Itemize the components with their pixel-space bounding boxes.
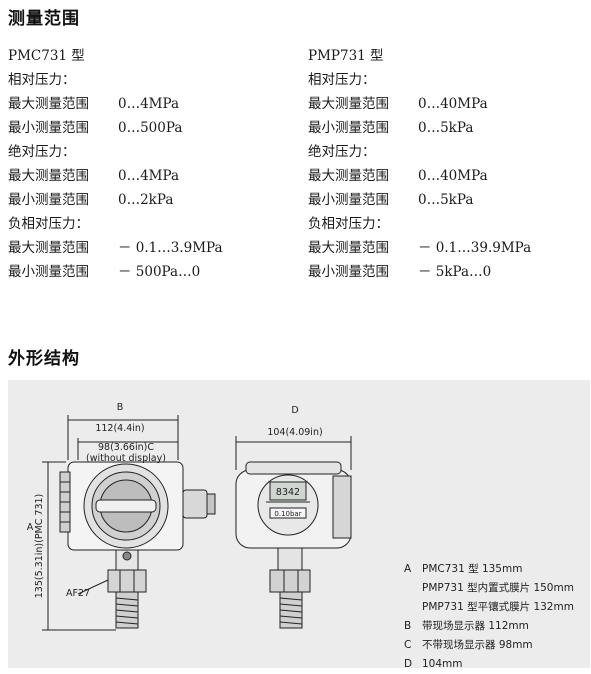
- dim-d-text: 104(4.09in): [267, 427, 322, 438]
- pmp-row-value: 0…40MPa: [418, 168, 488, 184]
- pmc-row: 负相对压力：: [8, 212, 89, 236]
- legend-row: D 104mm: [404, 655, 574, 674]
- without-display-text: (without display): [86, 453, 166, 464]
- pmc-row-label: 相对压力：: [8, 72, 76, 88]
- legend-row: PMP731 型内置式膜片 150mm: [404, 579, 574, 598]
- legend-text: 不带现场显示器 98mm: [422, 639, 533, 651]
- pmc-row-label: 绝对压力：: [8, 144, 76, 160]
- dimension-drawing-panel: B 112(4.4in) 98(3.66in)C (without displa…: [8, 380, 590, 668]
- legend-text: PMC731 型 135mm: [422, 563, 523, 575]
- pmc-row-value: 0…2kPa: [118, 192, 174, 208]
- legend-row: A PMC731 型 135mm: [404, 560, 574, 579]
- legend-key: B: [404, 620, 412, 632]
- pmp-row-label: 最大测量范围: [308, 168, 389, 184]
- pmp-row-label: 最小测量范围: [308, 120, 389, 136]
- pmc-row: 最大测量范围 － 0.1…3.9MPa: [8, 236, 223, 260]
- pmc-row-label: 最大测量范围: [8, 96, 89, 112]
- pmc-model: PMC731 型: [8, 48, 85, 64]
- pmp-row: 相对压力：: [308, 68, 389, 92]
- legend-text: 带现场显示器 112mm: [422, 620, 529, 632]
- pmp-row-label: 最大测量范围: [308, 96, 389, 112]
- legend-key: D: [404, 658, 413, 670]
- pmp-row-label: 最大测量范围: [308, 240, 389, 256]
- dim-a-text: 135(5.31in)(PMC 731): [34, 494, 45, 598]
- label-b: B: [117, 402, 124, 413]
- label-a: A: [27, 522, 34, 533]
- pmp-row-value: － 5kPa…0: [418, 264, 492, 280]
- pmp-column: PMP731 型 相对压力： 最大测量范围 0…40MPa 最小测量范围 0…5kP…: [308, 44, 531, 284]
- display-value: 8342: [276, 487, 300, 498]
- pmp-row: 最大测量范围 － 0.1…39.9MPa: [308, 236, 531, 260]
- pmc-row-label: 最大测量范围: [8, 240, 89, 256]
- af27-text: AF27: [66, 588, 90, 599]
- pmp-row: 最大测量范围 0…40MPa: [308, 92, 488, 116]
- legend-row: PMP731 型平镶式膜片 132mm: [404, 598, 574, 617]
- legend-row: C 不带现场显示器 98mm: [404, 636, 574, 655]
- pmp-row: 最小测量范围 0…5kPa: [308, 116, 473, 140]
- pmc-row-value: 0…4MPa: [118, 168, 180, 184]
- pmc-row-label: 最小测量范围: [8, 264, 89, 280]
- section-title-range: 测量范围: [8, 9, 80, 29]
- pmp-row: 负相对压力：: [308, 212, 389, 236]
- pmp-row-value: 0…40MPa: [418, 96, 488, 112]
- pmc-row: 相对压力：: [8, 68, 89, 92]
- dim-b-text: 112(4.4in): [95, 423, 144, 434]
- pmc-row-label: 最小测量范围: [8, 120, 89, 136]
- legend-text: PMP731 型内置式膜片 150mm: [422, 582, 574, 594]
- pmp-row-label: 最小测量范围: [308, 192, 389, 208]
- pmc-row-value: 0…4MPa: [118, 96, 180, 112]
- legend-row: B 带现场显示器 112mm: [404, 617, 574, 636]
- pmp-row-value: 0…5kPa: [418, 192, 474, 208]
- pmp-row: 最小测量范围 － 5kPa…0: [308, 260, 491, 284]
- pmc-row-value: － 500Pa…0: [118, 264, 201, 280]
- pmc-row: 最大测量范围 0…4MPa: [8, 92, 179, 116]
- legend-text: PMP731 型平镶式膜片 132mm: [422, 601, 574, 613]
- pmc-row-value: 0…500Pa: [118, 120, 183, 136]
- pmc-column: PMC731 型 相对压力： 最大测量范围 0…4MPa 最小测量范围 0…500P…: [8, 44, 223, 284]
- pmp-row-label: 绝对压力：: [308, 144, 376, 160]
- pmp-model: PMP731 型: [308, 48, 384, 64]
- pmp-row-label: 相对压力：: [308, 72, 376, 88]
- pmp-row: 绝对压力：: [308, 140, 389, 164]
- pmc-row: 最小测量范围 0…2kPa: [8, 188, 173, 212]
- pmp-row-value: － 0.1…39.9MPa: [418, 240, 532, 256]
- display-unit: 0.10bar: [274, 510, 301, 518]
- legend-key: C: [404, 639, 412, 651]
- dimension-drawing: B 112(4.4in) 98(3.66in)C (without displa…: [27, 402, 352, 631]
- legend-text: 104mm: [422, 658, 463, 670]
- pmp-row-label: 最小测量范围: [308, 264, 389, 280]
- pmc-row: 最小测量范围 0…500Pa: [8, 116, 182, 140]
- pmp-row: 最小测量范围 0…5kPa: [308, 188, 473, 212]
- pmc-row: 最大测量范围 0…4MPa: [8, 164, 179, 188]
- pmc-row-label: 最小测量范围: [8, 192, 89, 208]
- pmc-row: 最小测量范围 － 500Pa…0: [8, 260, 200, 284]
- legend-key: A: [404, 563, 412, 575]
- pmp-row: 最大测量范围 0…40MPa: [308, 164, 488, 188]
- section-title-shape: 外形结构: [8, 349, 80, 369]
- pmc-row-label: 最大测量范围: [8, 168, 89, 184]
- pmp-row-label: 负相对压力：: [308, 216, 389, 232]
- pmc-row-value: － 0.1…3.9MPa: [118, 240, 223, 256]
- pmp-row-value: 0…5kPa: [418, 120, 474, 136]
- dim-c-text: 98(3.66in)C: [98, 442, 154, 453]
- pmc-row: 绝对压力：: [8, 140, 89, 164]
- pmc-row-label: 负相对压力：: [8, 216, 89, 232]
- dimension-legend: A PMC731 型 135mm PMP731 型内置式膜片 150mm PMP7…: [404, 560, 574, 674]
- label-d: D: [291, 405, 298, 416]
